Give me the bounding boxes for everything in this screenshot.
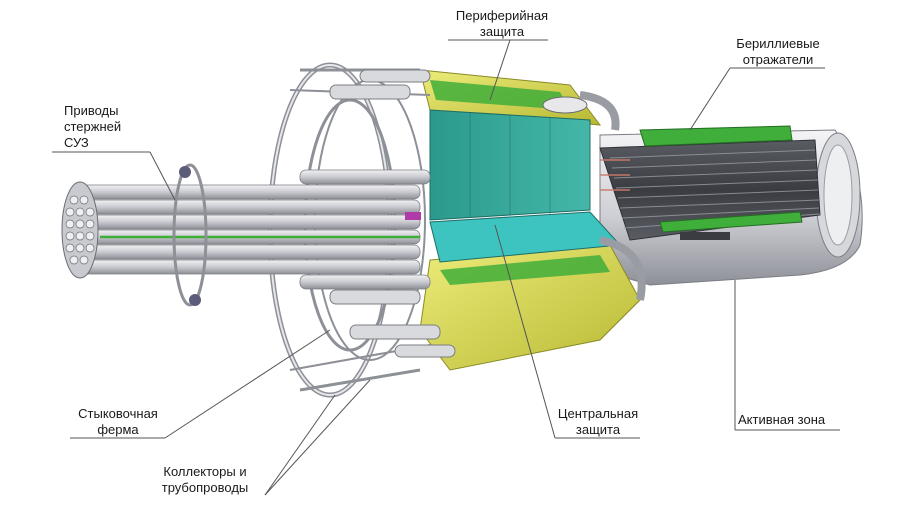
label-beryllium-reflectors-line2: отражатели [742, 52, 814, 67]
label-collectors-pipes-line2: трубопроводы [161, 480, 249, 495]
label-central-shield-line2: защита [575, 422, 621, 437]
collectors-pipes [329, 69, 646, 358]
label-active-zone: Активная зона [738, 412, 825, 428]
control-rod-drives [61, 163, 431, 307]
label-peripheral-shield-line2: защита [479, 24, 525, 39]
label-control-rod-drives: Приводы стержней СУЗ [64, 103, 121, 151]
label-collectors-pipes: Коллекторы и трубопроводы [150, 464, 260, 496]
label-central-shield-line1: Центральная [557, 406, 639, 421]
central-shield [429, 96, 622, 263]
label-collectors-pipes-line1: Коллекторы и [163, 464, 247, 479]
label-beryllium-reflectors-line1: Бериллиевые [736, 36, 820, 51]
label-control-rod-drives-line1: Приводы [64, 103, 119, 118]
beryllium-reflectors [639, 125, 803, 240]
label-docking-truss: Стыковочная ферма [68, 406, 168, 438]
label-peripheral-shield-line1: Периферийная [455, 8, 549, 23]
label-docking-truss-line1: Стыковочная [78, 406, 158, 421]
label-beryllium-reflectors: Бериллиевые отражатели [728, 36, 828, 68]
label-central-shield: Центральная защита [548, 406, 648, 438]
label-peripheral-shield: Периферийная защита [452, 8, 552, 40]
label-control-rod-drives-line2: стержней [64, 119, 122, 134]
label-control-rod-drives-line3: СУЗ [64, 135, 89, 150]
label-docking-truss-line2: ферма [97, 422, 139, 437]
label-active-zone-line1: Активная зона [738, 412, 826, 427]
leader-lines [52, 39, 840, 496]
